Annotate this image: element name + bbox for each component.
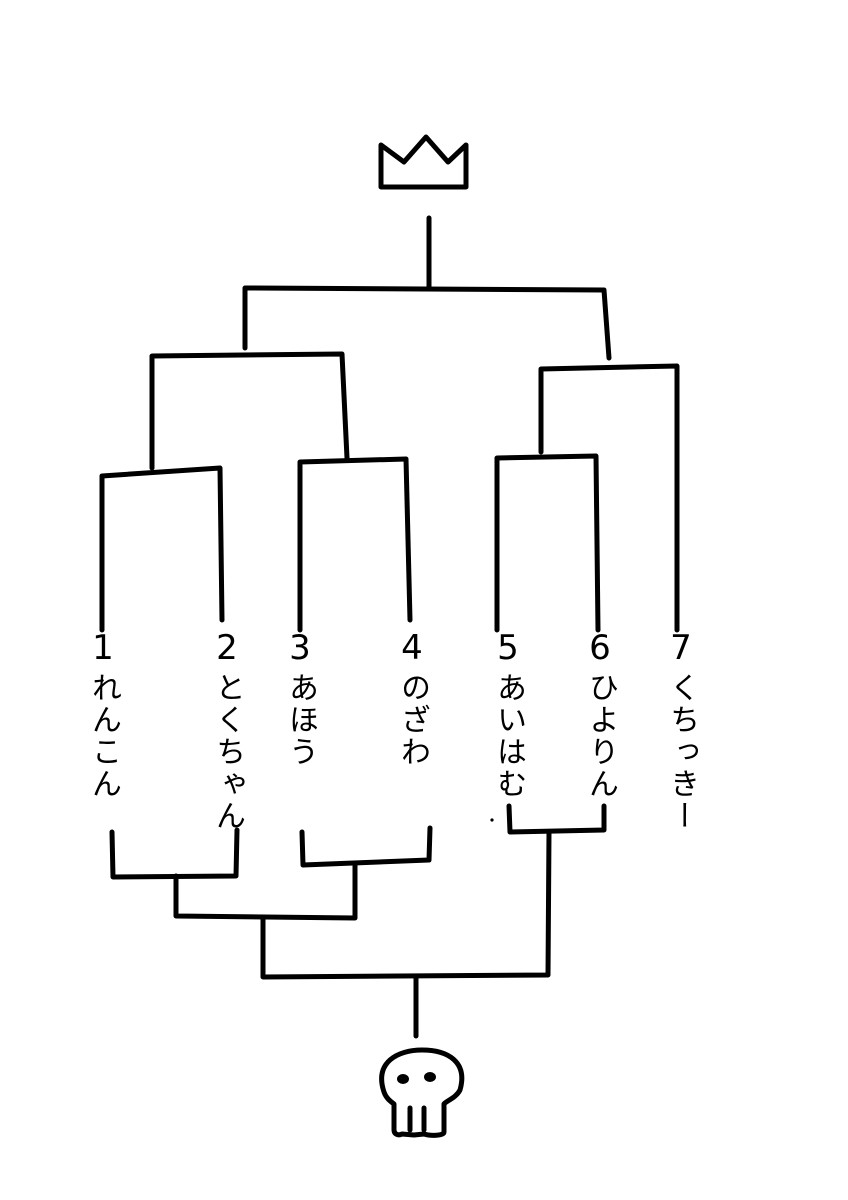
entrant-6: 6 ひよりん bbox=[578, 628, 622, 800]
entrant-number: 6 bbox=[589, 628, 611, 668]
entrant-name: くちっきー bbox=[664, 672, 699, 832]
entrant-2: 2 とくちゃん bbox=[205, 628, 249, 832]
entrant-number: 7 bbox=[670, 628, 692, 668]
crown-icon bbox=[378, 134, 469, 190]
entrant-4: 4 のざわ bbox=[390, 628, 434, 768]
entrant-number: 5 bbox=[497, 628, 519, 668]
entrant-number: 4 bbox=[401, 628, 423, 668]
skull-icon bbox=[379, 1047, 465, 1138]
entrant-name: あほう bbox=[283, 672, 318, 768]
winner-bracket bbox=[99, 215, 680, 633]
entrant-name: れんこん bbox=[86, 672, 121, 800]
entrant-7: 7 くちっきー bbox=[659, 628, 703, 832]
loser-bracket bbox=[109, 803, 607, 1039]
entrant-name: あいはむ bbox=[491, 672, 526, 800]
entrant-number: 2 bbox=[216, 628, 238, 668]
entrant-name: ひよりん bbox=[583, 672, 618, 800]
entrant-name: とくちゃん bbox=[210, 672, 245, 832]
entrant-3: 3 あほう bbox=[278, 628, 322, 768]
entrant-number: 3 bbox=[289, 628, 311, 668]
entrant-1: 1 れんこん bbox=[81, 628, 125, 800]
entrant-number: 1 bbox=[92, 628, 114, 668]
entrant-name: のざわ bbox=[395, 672, 430, 768]
entrant-5: 5 あいはむ bbox=[486, 628, 530, 800]
